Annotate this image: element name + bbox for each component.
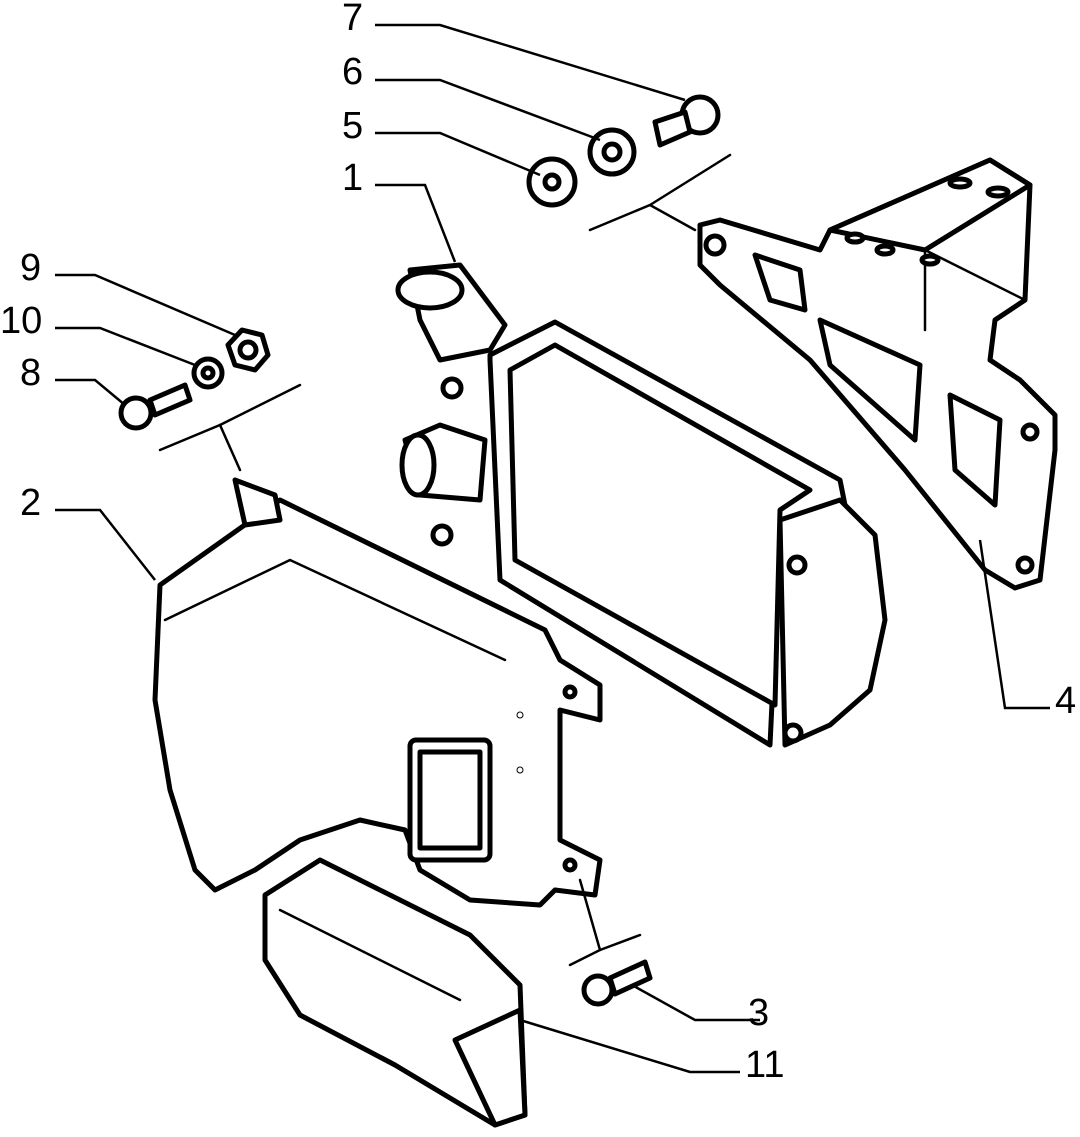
washer-part-6 bbox=[587, 127, 637, 177]
callout-6: 6 bbox=[342, 51, 363, 93]
intercooler-part-1 bbox=[395, 262, 888, 748]
callout-5: 5 bbox=[342, 105, 363, 147]
callout-11: 11 bbox=[745, 1044, 784, 1086]
bolt-part-8 bbox=[118, 382, 193, 431]
callout-3: 3 bbox=[748, 992, 769, 1034]
callout-9: 9 bbox=[20, 247, 41, 289]
callout-2: 2 bbox=[20, 482, 41, 524]
nut-part-9 bbox=[225, 327, 271, 373]
leader-lines bbox=[55, 23, 1050, 1074]
assembly-axis-lines bbox=[158, 153, 732, 967]
callout-10: 10 bbox=[0, 300, 42, 342]
lower-duct-part-11 bbox=[262, 857, 528, 1128]
callout-4: 4 bbox=[1055, 680, 1076, 722]
bushing-part-5 bbox=[526, 156, 578, 208]
callout-7: 7 bbox=[342, 0, 363, 39]
air-duct-part-2 bbox=[152, 477, 603, 908]
callout-8: 8 bbox=[20, 352, 41, 394]
callout-1: 1 bbox=[342, 157, 363, 199]
washer-part-10 bbox=[191, 356, 225, 390]
bolt-part-7 bbox=[652, 94, 721, 148]
mounting-bracket-part-4 bbox=[697, 157, 1058, 591]
bolt-part-3 bbox=[581, 959, 653, 1007]
